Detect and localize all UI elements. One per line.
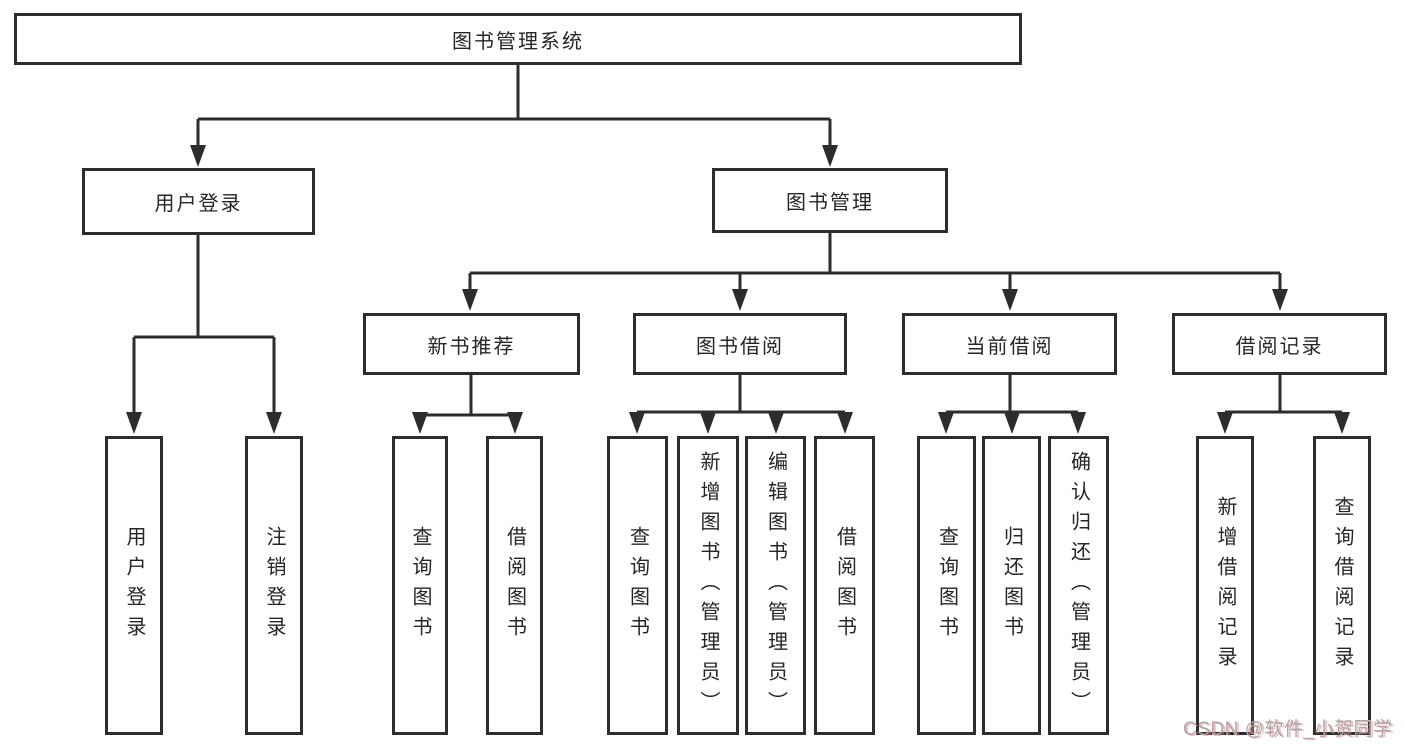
leaf-add-borrow-record-label: 新增借阅记录 [1214, 495, 1236, 676]
leaf-query-books-current: 查询图书 [917, 436, 976, 735]
leaf-return-books: 归还图书 [982, 436, 1041, 735]
leaf-query-books-recommend-label: 查询图书 [409, 525, 431, 646]
leaf-query-books-borrowing-label: 查询图书 [626, 525, 649, 646]
leaf-query-borrow-record: 查询借阅记录 [1313, 436, 1371, 735]
node-book-management-label: 图书管理 [786, 192, 874, 214]
leaf-query-borrow-record-label: 查询借阅记录 [1331, 495, 1353, 676]
leaf-query-books-recommend: 查询图书 [392, 436, 448, 735]
leaf-borrow-books-borrowing: 借阅图书 [814, 436, 875, 735]
leaf-confirm-return-admin: 确认归还（管理员） [1048, 436, 1109, 735]
node-book-borrowing: 图书借阅 [633, 313, 847, 375]
leaf-query-books-borrowing: 查询图书 [607, 436, 668, 735]
node-new-book-recommend-label: 新书推荐 [427, 335, 516, 358]
leaf-add-borrow-record: 新增借阅记录 [1196, 436, 1254, 735]
node-user-login-label: 用户登录 [154, 193, 243, 215]
leaf-borrow-books-recommend-label: 借阅图书 [503, 525, 526, 646]
leaf-logout-label: 注销登录 [263, 525, 285, 646]
leaf-borrow-books-borrowing-label: 借阅图书 [833, 525, 856, 646]
leaf-user-login-label: 用户登录 [123, 525, 145, 646]
node-current-borrowing: 当前借阅 [902, 313, 1117, 375]
arrowheads [126, 145, 1350, 434]
leaf-return-books-label: 归还图书 [1000, 525, 1023, 646]
node-book-management: 图书管理 [712, 168, 948, 233]
leaf-query-books-current-label: 查询图书 [935, 525, 958, 646]
leaf-logout: 注销登录 [245, 436, 303, 735]
node-book-borrowing-label: 图书借阅 [696, 335, 784, 358]
node-borrow-records-label: 借阅记录 [1235, 335, 1324, 358]
leaf-edit-book-admin-label: 编辑图书（管理员） [764, 450, 787, 721]
node-user-login: 用户登录 [82, 168, 315, 235]
node-library-management-system-label: 图书管理系统 [452, 30, 584, 53]
node-current-borrowing-label: 当前借阅 [965, 335, 1054, 358]
node-borrow-records: 借阅记录 [1172, 313, 1387, 375]
leaf-edit-book-admin: 编辑图书（管理员） [745, 436, 806, 735]
node-library-management-system: 图书管理系统 [14, 13, 1022, 65]
node-new-book-recommend: 新书推荐 [363, 313, 580, 375]
leaf-add-book-admin-label: 新增图书（管理员） [697, 450, 719, 721]
leaf-confirm-return-admin-label: 确认归还（管理员） [1067, 450, 1090, 721]
leaf-borrow-books-recommend: 借阅图书 [486, 436, 543, 735]
leaf-add-book-admin: 新增图书（管理员） [677, 436, 739, 735]
leaf-user-login: 用户登录 [105, 436, 163, 735]
csdn-watermark: CSDN @软件_小贺同学 [1183, 719, 1393, 740]
